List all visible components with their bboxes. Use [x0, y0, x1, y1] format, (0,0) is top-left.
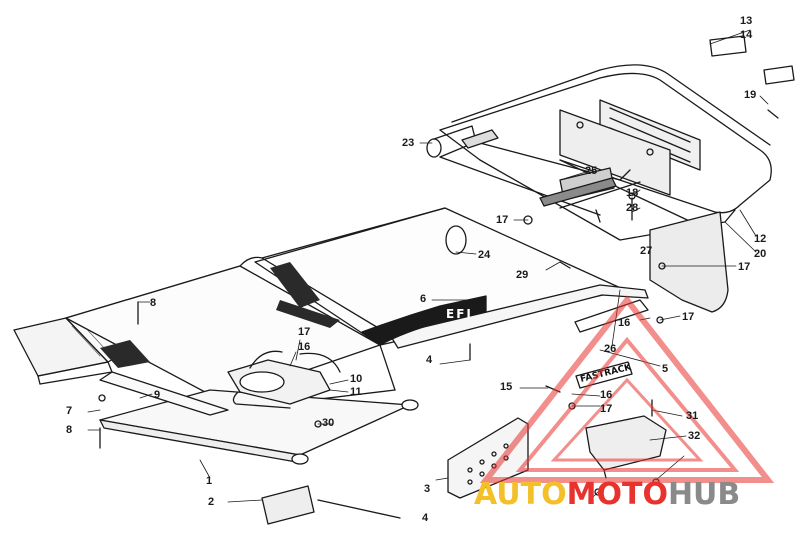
- watermark-hub: HUB: [667, 477, 741, 512]
- callout-12: 12: [754, 233, 767, 245]
- efi-decal: EFI: [361, 295, 487, 346]
- callout-21: 23: [402, 137, 415, 149]
- callout-27: 29: [516, 269, 529, 281]
- rear-bumper: [439, 64, 772, 241]
- grab-handle: [426, 125, 631, 216]
- callout-13: 13: [740, 15, 753, 27]
- callout-29: 31: [686, 410, 699, 422]
- callout-17: 17: [738, 261, 751, 273]
- callout-5: 5: [662, 363, 669, 375]
- tunnel-shading: [100, 262, 340, 368]
- callout-6: 6: [420, 293, 427, 305]
- step-bracket: [585, 415, 667, 479]
- watermark-moto: MOTO: [566, 477, 668, 512]
- rear-flap-plate: [649, 211, 729, 313]
- leader-lines: [87, 29, 769, 503]
- callout-4: 4: [426, 354, 433, 366]
- callout-3: 3: [424, 483, 431, 495]
- callout-19: 19: [744, 89, 757, 101]
- callout-14: 14: [740, 29, 753, 41]
- callout-30: 32: [688, 430, 701, 442]
- tunnel-lower-panel: [99, 371, 229, 416]
- lower-frame-extension: [99, 389, 419, 465]
- callout-8: 8: [66, 424, 73, 436]
- callout-28: 30: [322, 417, 335, 429]
- callout-24: 26: [604, 343, 617, 355]
- reflector: [261, 485, 401, 525]
- callout-17: 17: [496, 214, 509, 226]
- callout-16: 16: [298, 341, 311, 353]
- callout-16: 16: [600, 389, 613, 401]
- callout-7: 7: [66, 405, 73, 417]
- callout-1: 1: [206, 475, 213, 487]
- watermark-logo: AUTOMOTOHUB: [474, 477, 740, 513]
- callout-15: 15: [500, 381, 513, 393]
- callout-2: 2: [208, 496, 215, 508]
- efi-label: EFI: [446, 307, 473, 321]
- hitch-plate: [539, 167, 641, 209]
- callout-18: 18: [626, 187, 639, 199]
- callout-22: 24: [478, 249, 491, 261]
- callout-4: 4: [422, 512, 429, 524]
- callout-17: 17: [600, 403, 613, 415]
- callout-23: 25: [585, 165, 598, 177]
- watermark-triangle: [479, 295, 775, 483]
- callout-11: 11: [350, 386, 362, 398]
- decal-pair: [709, 35, 795, 85]
- callout-17: 17: [682, 311, 695, 323]
- callout-16: 16: [618, 317, 631, 329]
- bumper-end-cap: [559, 109, 671, 196]
- callout-17: 17: [298, 326, 311, 338]
- callout-26: 28: [626, 202, 639, 214]
- callout-9: 9: [154, 389, 161, 401]
- callout-10: 10: [350, 373, 363, 385]
- watermark-auto: AUTO: [474, 477, 567, 512]
- callout-8: 8: [150, 297, 157, 309]
- callout-25: 27: [640, 245, 653, 257]
- callout-20: 20: [754, 248, 767, 260]
